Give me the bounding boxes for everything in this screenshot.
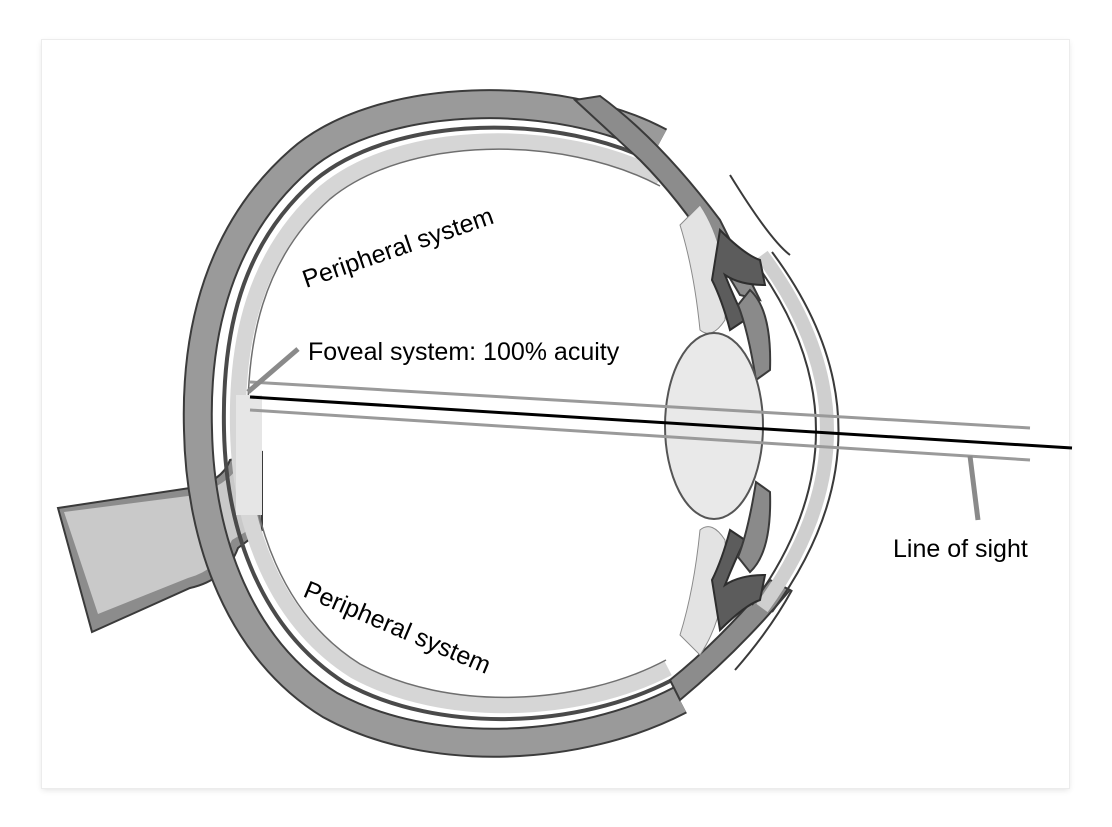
line-of-sight-pointer — [970, 456, 978, 520]
label-foveal: Foveal system: 100% acuity — [308, 338, 620, 366]
label-peripheral-top: Peripheral system — [299, 202, 497, 294]
optic-disc — [236, 395, 262, 515]
label-peripheral-bottom: Peripheral system — [300, 576, 495, 680]
label-line-of-sight: Line of sight — [893, 535, 1028, 563]
